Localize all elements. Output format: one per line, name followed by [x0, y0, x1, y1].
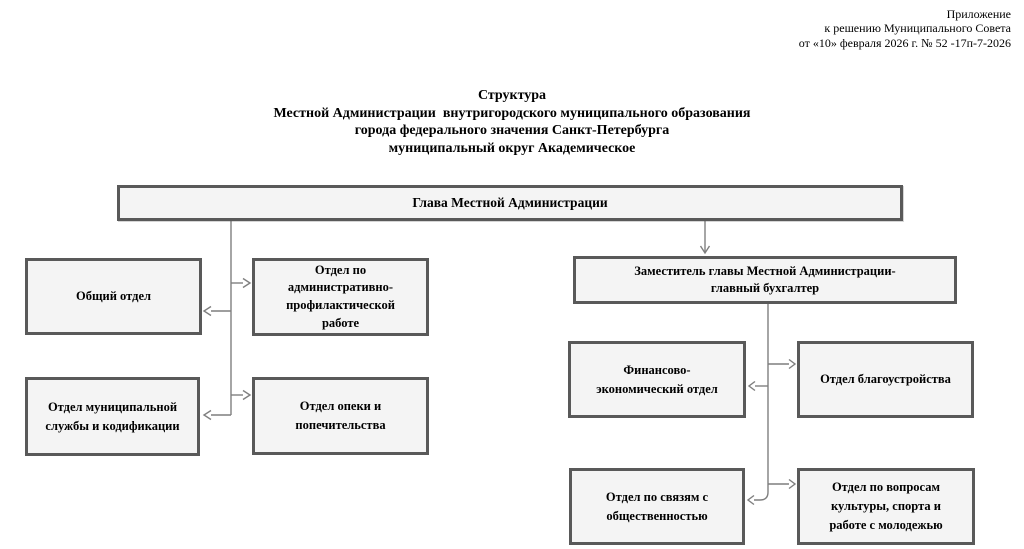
- page-title: Структура Местной Администрации внутриго…: [273, 88, 751, 156]
- box-head-of-administration: Глава Местной Администрации: [117, 185, 903, 221]
- annotation-line: от «10» февраля 2026 г. № 52 -17п-7-2026: [798, 35, 1011, 50]
- box-landscaping-department: Отдел благоустройства: [797, 341, 974, 418]
- box-label: Отдел по связям с общественностью: [605, 489, 709, 523]
- annotation-line: к решению Муниципального Совета: [824, 21, 1011, 36]
- box-label: Глава Местной Администрации: [412, 194, 608, 210]
- box-administrative-preventive-department: Отдел по административно- профилактическ…: [252, 258, 429, 336]
- box-municipal-service-codification-department: Отдел муниципальной службы и кодификации: [25, 377, 200, 456]
- box-label: Финансово- экономический отдел: [596, 362, 718, 396]
- box-label: Заместитель главы Местной Администрации-…: [634, 263, 896, 296]
- box-finance-economic-department: Финансово- экономический отдел: [568, 341, 746, 418]
- box-label: Отдел муниципальной службы и кодификации: [45, 399, 180, 433]
- box-label: Отдел по административно- профилактическ…: [286, 262, 395, 330]
- annotation-line: Приложение: [946, 7, 1011, 21]
- box-label: Общий отдел: [76, 289, 151, 304]
- box-label: Отдел благоустройства: [820, 372, 951, 387]
- box-deputy-head-chief-accountant: Заместитель главы Местной Администрации-…: [573, 256, 957, 304]
- box-public-relations-department: Отдел по связям с общественностью: [569, 468, 745, 545]
- box-general-department: Общий отдел: [25, 258, 202, 335]
- box-label: Отдел опеки и попечительства: [295, 399, 386, 432]
- document-annotation: Приложение к решению Муниципального Сове…: [799, 7, 1011, 50]
- box-culture-sports-youth-department: Отдел по вопросам культуры, спорта и раб…: [797, 468, 975, 545]
- box-label: Отдел по вопросам культуры, спорта и раб…: [829, 480, 943, 532]
- connector-deputy-trunk: [754, 304, 769, 501]
- box-guardianship-department: Отдел опеки и попечительства: [252, 377, 429, 455]
